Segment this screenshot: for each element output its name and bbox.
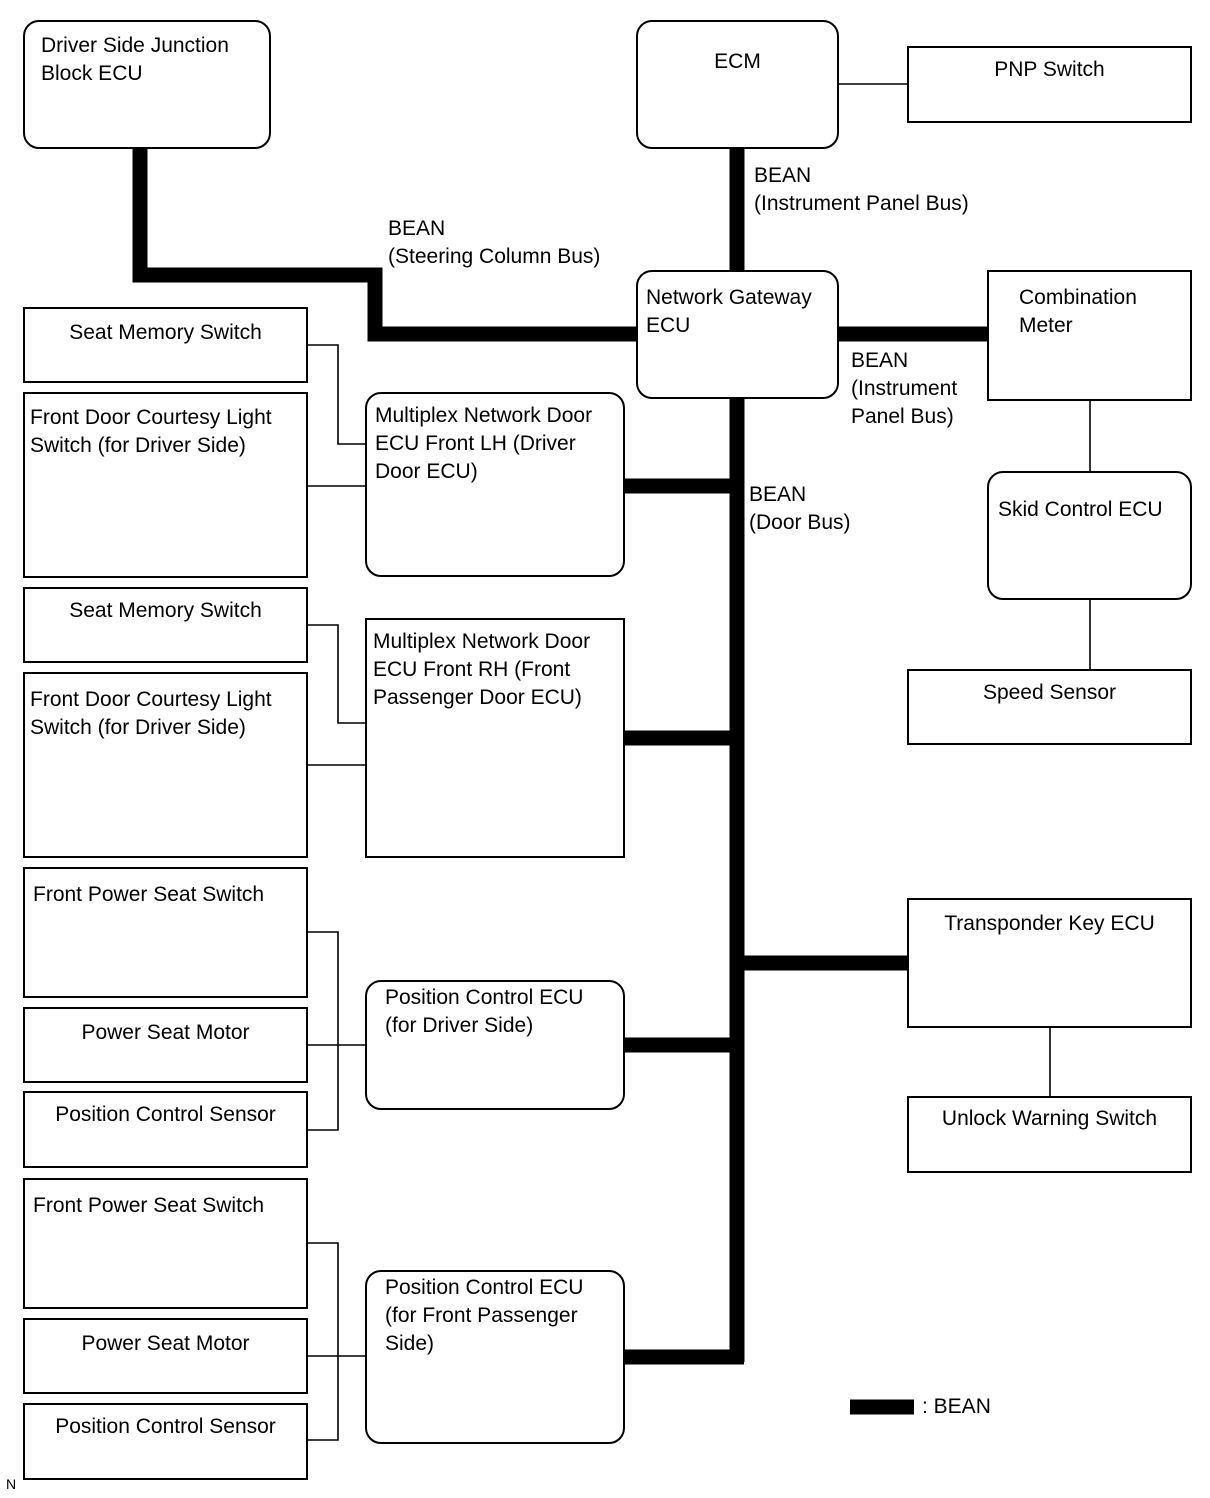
pos-passenger-inputs-wire — [306, 1242, 339, 1441]
node-network-gateway-ecu: Network Gateway ECU — [636, 270, 839, 399]
node-skid-control-ecu: Skid Control ECU — [987, 471, 1192, 600]
node-pnp-switch: PNP Switch — [907, 46, 1192, 123]
node-ecm: ECM — [636, 20, 839, 149]
legend-label: : BEAN — [922, 1395, 991, 1418]
node-unlock-warning-switch: Unlock Warning Switch — [907, 1096, 1192, 1173]
node-position-control-sensor-1: Position Control Sensor — [23, 1091, 308, 1168]
node-door-ecu-front-rh: Multiplex Network Door ECU Front RH (Fro… — [365, 618, 625, 858]
node-speed-sensor: Speed Sensor — [907, 669, 1192, 745]
label-instrument-panel-bus-right: BEAN (Instrument Panel Bus) — [851, 349, 958, 428]
node-front-door-courtesy-switch-1: Front Door Courtesy Light Switch (for Dr… — [23, 392, 308, 578]
node-power-seat-motor-2: Power Seat Motor — [23, 1318, 308, 1394]
label-steering-column-bus: BEAN (Steering Column Bus) — [388, 217, 601, 268]
corner-mark: N — [6, 1476, 17, 1492]
node-front-door-courtesy-switch-2: Front Door Courtesy Light Switch (for Dr… — [23, 672, 308, 858]
node-seat-memory-switch-2: Seat Memory Switch — [23, 587, 308, 663]
seat-memory-2-wire — [306, 624, 366, 724]
node-power-seat-motor-1: Power Seat Motor — [23, 1007, 308, 1083]
label-instrument-panel-bus-top: BEAN (Instrument Panel Bus) — [754, 164, 969, 215]
node-combination-meter: Combination Meter — [987, 270, 1192, 401]
node-door-ecu-front-lh: Multiplex Network Door ECU Front LH (Dri… — [365, 392, 625, 577]
node-position-control-ecu-driver: Position Control ECU (for Driver Side) — [365, 980, 625, 1110]
node-driver-side-junction-block-ecu: Driver Side Junction Block ECU — [23, 20, 271, 149]
node-position-control-ecu-passenger: Position Control ECU (for Front Passenge… — [365, 1270, 625, 1444]
label-door-bus: BEAN (Door Bus) — [749, 483, 851, 534]
node-transponder-key-ecu: Transponder Key ECU — [907, 898, 1192, 1028]
seat-memory-1-wire — [306, 344, 366, 445]
node-front-power-seat-switch-1: Front Power Seat Switch — [23, 867, 308, 998]
pos-driver-inputs-wire — [306, 931, 339, 1131]
node-front-power-seat-switch-2: Front Power Seat Switch — [23, 1178, 308, 1309]
node-position-control-sensor-2: Position Control Sensor — [23, 1403, 308, 1480]
steering-column-bus — [132, 148, 637, 342]
node-seat-memory-switch-1: Seat Memory Switch — [23, 307, 308, 383]
